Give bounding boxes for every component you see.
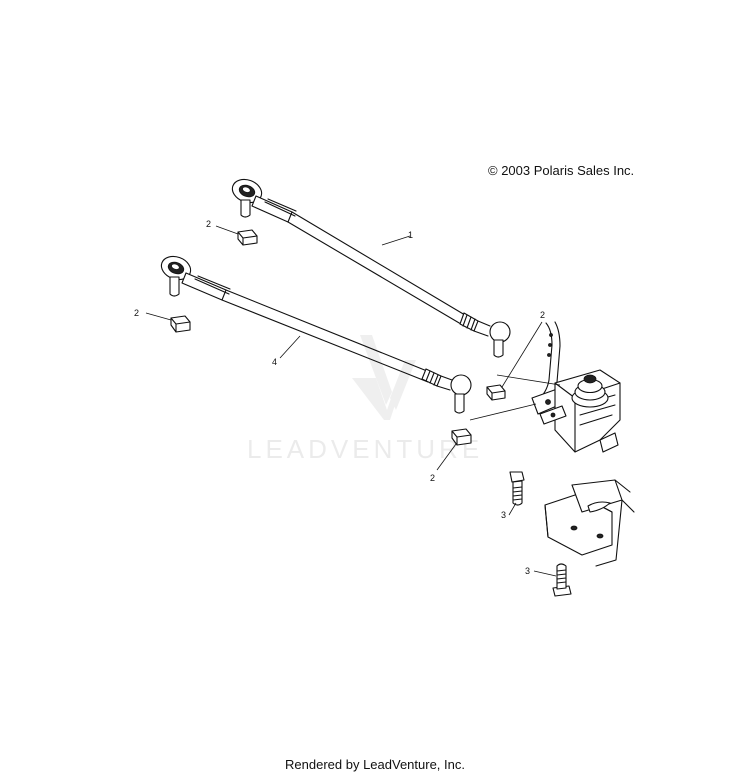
reference-lines: [469, 374, 561, 421]
copyright-text: © 2003 Polaris Sales Inc.: [488, 163, 635, 178]
callout-4: 4: [272, 357, 277, 367]
mounting-bracket: [544, 479, 635, 567]
bolt-lower: [552, 563, 572, 597]
nut-upper-left: [237, 229, 258, 246]
shift-rod-1: [231, 178, 511, 358]
nut-lower-center: [451, 428, 472, 446]
footer-credit: Rendered by LeadVenture, Inc.: [285, 757, 465, 772]
callout-1: 1: [408, 230, 413, 240]
watermark-logo-icon: [352, 335, 416, 420]
nut-lower-left: [170, 315, 191, 333]
bolt-upper: [509, 471, 525, 506]
shifter-assembly: [531, 321, 621, 453]
shift-rod-4: [160, 255, 472, 414]
callout-2-lower-left: 2: [134, 308, 139, 318]
callouts: 1 2 2 4 2 2 3 3: [134, 219, 557, 577]
watermark-text: LEADVENTURE: [247, 434, 483, 464]
callout-3-upper: 3: [501, 510, 506, 520]
callout-2-upper-left: 2: [206, 219, 211, 229]
callout-3-lower: 3: [525, 566, 530, 576]
callout-2-center: 2: [540, 310, 545, 320]
watermark: LEADVENTURE: [247, 335, 483, 464]
nut-center: [486, 384, 506, 401]
callout-2-lower-center: 2: [430, 473, 435, 483]
